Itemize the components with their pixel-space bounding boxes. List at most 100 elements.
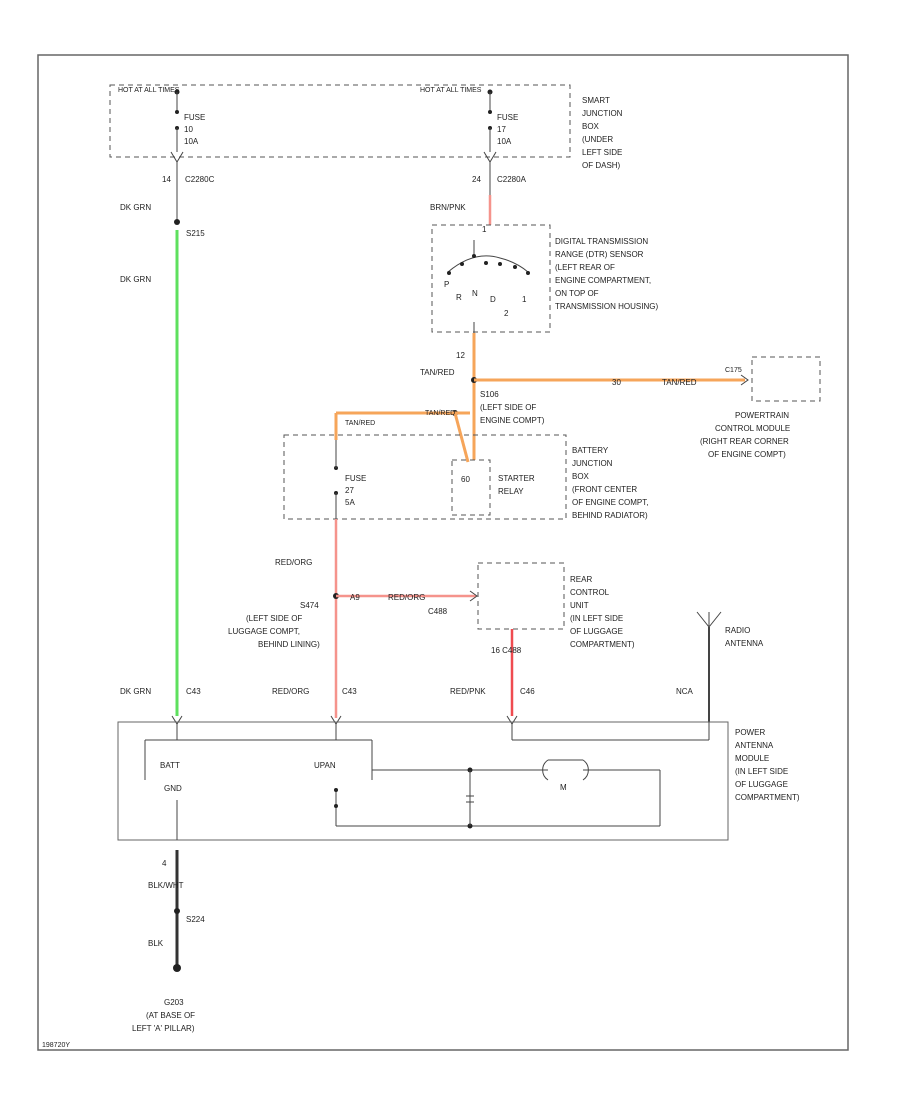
bottom-wire-nca: NCA — [676, 687, 694, 696]
wire-label-blk-wht: BLK/WHT — [148, 881, 184, 890]
svg-text:(RIGHT REAR CORNER: (RIGHT REAR CORNER — [700, 437, 789, 446]
battery-junction-box — [283, 434, 567, 520]
svg-text:BATTERY: BATTERY — [572, 446, 609, 455]
gnd-pin-4: 4 — [162, 859, 167, 868]
pin-12: 12 — [456, 351, 465, 360]
svg-text:M: M — [560, 783, 567, 792]
rcu-label: REAR CONTROL UNIT (IN LEFT SIDE OF LUGGA… — [570, 575, 635, 649]
svg-text:FUSE: FUSE — [497, 113, 518, 122]
ground-g203 — [173, 964, 181, 972]
bjb-label: BATTERY JUNCTION BOX (FRONT CENTER OF EN… — [572, 446, 648, 520]
s224-label: S224 — [186, 915, 205, 924]
svg-text:JUNCTION: JUNCTION — [582, 109, 623, 118]
svg-text:UNIT: UNIT — [570, 601, 589, 610]
dtr-pin-1: 1 — [482, 225, 487, 234]
pcm-box — [751, 356, 821, 402]
svg-text:JUNCTION: JUNCTION — [572, 459, 613, 468]
svg-text:BOX: BOX — [572, 472, 590, 481]
pcm-pin-30: 30 — [612, 378, 621, 387]
hot-at-all-times-right: HOT AT ALL TIMES — [420, 87, 482, 94]
svg-text:ENGINE COMPARTMENT,: ENGINE COMPARTMENT, — [555, 276, 651, 285]
svg-text:TRANSMISSION HOUSING): TRANSMISSION HOUSING) — [555, 302, 658, 311]
connector-c2280c: C2280C — [185, 175, 215, 184]
svg-text:LUGGAGE COMPT,: LUGGAGE COMPT, — [228, 627, 300, 636]
svg-text:P: P — [444, 280, 449, 289]
bottom-wire-dk-grn: DK GRN — [120, 687, 151, 696]
svg-text:POWERTRAIN: POWERTRAIN — [735, 411, 789, 420]
svg-text:(LEFT SIDE OF: (LEFT SIDE OF — [246, 614, 302, 623]
svg-text:ANTENNA: ANTENNA — [735, 741, 774, 750]
svg-text:LEFT 'A' PILLAR): LEFT 'A' PILLAR) — [132, 1024, 195, 1033]
connector-c175: C175 — [725, 367, 742, 374]
svg-text:S474: S474 — [300, 601, 319, 610]
rcu-pin-a9: A9 — [350, 593, 360, 602]
sjb-label: SMART JUNCTION BOX (UNDER LEFT SIDE OF D… — [582, 96, 623, 170]
svg-text:G203: G203 — [164, 998, 184, 1007]
svg-text:(UNDER: (UNDER — [582, 135, 613, 144]
bottom-connector-3: C46 — [520, 687, 535, 696]
dtr-label: DIGITAL TRANSMISSION RANGE (DTR) SENSOR … — [555, 237, 658, 311]
tan-red-wire-to-relay — [453, 412, 470, 463]
fuse-10: FUSE 10 10A — [170, 89, 205, 163]
s215-label: S215 — [186, 229, 205, 238]
hot-at-all-times-left: HOT AT ALL TIMES — [118, 87, 180, 94]
outer-border — [37, 54, 849, 1051]
wire-label-tan-red-1: TAN/RED — [420, 368, 455, 377]
svg-text:ANTENNA: ANTENNA — [725, 639, 764, 648]
bottom-wire-red-pnk: RED/PNK — [450, 687, 486, 696]
svg-text:RELAY: RELAY — [498, 487, 524, 496]
fuse-17: FUSE 17 10A — [483, 89, 518, 163]
relay-number: 60 — [461, 475, 470, 484]
radio-antenna-icon — [696, 611, 722, 722]
svg-text:REAR: REAR — [570, 575, 592, 584]
svg-text:(LEFT REAR OF: (LEFT REAR OF — [555, 263, 615, 272]
figure-id: 198720Y — [42, 1042, 70, 1049]
pin-24: 24 — [472, 175, 481, 184]
svg-text:(AT BASE OF: (AT BASE OF — [146, 1011, 195, 1020]
svg-text:BEHIND LINING): BEHIND LINING) — [258, 640, 320, 649]
svg-text:5A: 5A — [345, 498, 355, 507]
splice-s224 — [174, 908, 180, 914]
wire-label-dk-grn-2: DK GRN — [120, 275, 151, 284]
pin-14: 14 — [162, 175, 171, 184]
power-antenna-module-box — [117, 721, 729, 841]
svg-text:RADIO: RADIO — [725, 626, 750, 635]
svg-text:SMART: SMART — [582, 96, 610, 105]
wire-label-tan-red-2: TAN/RED — [345, 420, 375, 427]
svg-text:10A: 10A — [184, 137, 199, 146]
svg-text:STARTER: STARTER — [498, 474, 535, 483]
connector-c488: C488 — [428, 607, 448, 616]
svg-text:BOX: BOX — [582, 122, 600, 131]
s106-label: S106 (LEFT SIDE OF ENGINE COMPT) — [480, 390, 545, 425]
svg-text:OF ENGINE COMPT): OF ENGINE COMPT) — [708, 450, 786, 459]
pcm-wire-label: TAN/RED — [662, 378, 697, 387]
wire-label-tan-red-3: TAN/RED — [425, 410, 455, 417]
svg-text:10: 10 — [184, 125, 193, 134]
pcm-label: POWERTRAIN CONTROL MODULE (RIGHT REAR CO… — [700, 411, 790, 459]
svg-text:D: D — [490, 295, 496, 304]
svg-text:FUSE: FUSE — [184, 113, 205, 122]
svg-text:27: 27 — [345, 486, 354, 495]
svg-text:BEHIND RADIATOR): BEHIND RADIATOR) — [572, 511, 648, 520]
fuse-27: FUSE 27 5A — [334, 440, 366, 519]
svg-text:1: 1 — [522, 295, 527, 304]
gnd-label: GND — [164, 784, 182, 793]
svg-text:ON TOP OF: ON TOP OF — [555, 289, 599, 298]
starter-relay-box — [451, 459, 491, 516]
svg-text:POWER: POWER — [735, 728, 765, 737]
svg-text:N: N — [472, 289, 478, 298]
svg-text:10A: 10A — [497, 137, 512, 146]
dtr-sensor-box — [431, 224, 551, 333]
svg-text:OF ENGINE COMPT,: OF ENGINE COMPT, — [572, 498, 648, 507]
svg-text:OF LUGGAGE: OF LUGGAGE — [570, 627, 623, 636]
starter-relay-label: STARTER RELAY — [498, 474, 535, 496]
upan-label: UPAN — [314, 761, 336, 770]
svg-text:(FRONT CENTER: (FRONT CENTER — [572, 485, 637, 494]
wire-label-red-org-1: RED/ORG — [275, 558, 312, 567]
rcu-wire-label: RED/ORG — [388, 593, 425, 602]
svg-text:17: 17 — [497, 125, 506, 134]
svg-text:(LEFT SIDE OF: (LEFT SIDE OF — [480, 403, 536, 412]
module-internal-circuit — [144, 722, 710, 829]
svg-text:LEFT SIDE: LEFT SIDE — [582, 148, 622, 157]
